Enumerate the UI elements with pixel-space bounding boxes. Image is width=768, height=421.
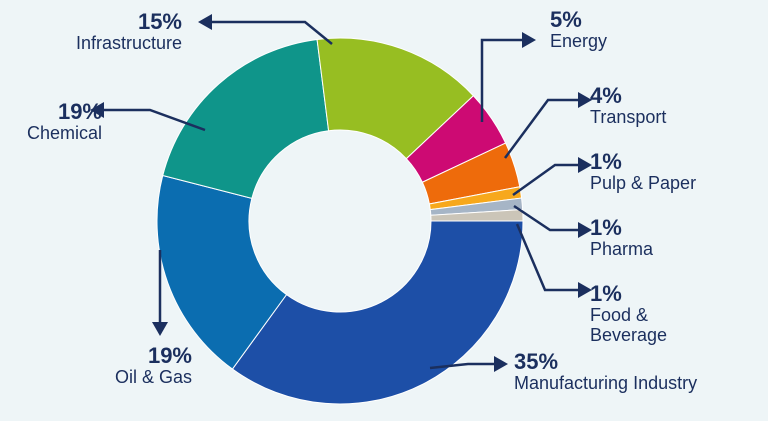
leader-line: [429, 362, 494, 370]
data-label: 4%: [590, 83, 622, 108]
arrowhead-icon: [578, 157, 592, 173]
category-label: Energy: [550, 31, 608, 52]
label-pulp-paper: 1% Pulp & Paper: [590, 149, 697, 194]
category-label: Pulp & Paper: [590, 173, 697, 194]
leader-line: [503, 98, 578, 159]
arrowhead-icon: [90, 102, 104, 118]
arrowhead-icon: [152, 322, 168, 336]
leader-line: [104, 108, 206, 132]
category-label: Beverage: [590, 324, 668, 345]
data-label: 5%: [550, 7, 582, 32]
category-label: Infrastructure: [75, 33, 182, 54]
label-transport: 4% Transport: [590, 83, 667, 128]
category-label: Food &: [590, 305, 649, 326]
leader-line: [212, 20, 333, 45]
slice-infrastructure: [316, 37, 475, 160]
data-label: 19%: [147, 343, 192, 368]
data-label: 15%: [137, 9, 182, 34]
category-label: Oil & Gas: [114, 367, 192, 388]
label-food-beverage: 1% Food & Beverage: [590, 281, 668, 346]
category-label: Transport: [590, 107, 667, 128]
arrowhead-icon: [578, 282, 592, 298]
slice-manufacturing-industry: [231, 220, 524, 405]
label-manufacturing: 35% Manufacturing Industry: [514, 349, 698, 394]
arrowhead-icon: [578, 92, 592, 108]
label-pharma: 1% Pharma: [590, 215, 654, 260]
label-infrastructure: 15% Infrastructure: [75, 9, 182, 54]
data-label: 1%: [590, 281, 622, 306]
category-label: Manufacturing Industry: [514, 373, 698, 394]
label-oil-gas: 19% Oil & Gas: [114, 343, 192, 388]
arrowhead-icon: [522, 32, 536, 48]
data-label: 1%: [590, 149, 622, 174]
data-label: 19%: [57, 99, 102, 124]
label-chemical: 19% Chemical: [26, 99, 102, 144]
category-label: Chemical: [26, 123, 102, 144]
arrowhead-icon: [494, 356, 508, 372]
leader-line: [480, 38, 522, 122]
data-label: 35%: [514, 349, 559, 374]
leader-line: [512, 163, 578, 197]
leader-line: [513, 204, 578, 232]
slice-oil-gas: [156, 174, 288, 370]
arrowhead-icon: [578, 222, 592, 238]
category-label: Pharma: [590, 239, 654, 260]
label-energy: 5% Energy: [550, 7, 608, 52]
data-label: 1%: [590, 215, 622, 240]
arrowhead-icon: [198, 14, 212, 30]
leader-line: [515, 223, 578, 292]
slice-chemical: [162, 38, 330, 199]
